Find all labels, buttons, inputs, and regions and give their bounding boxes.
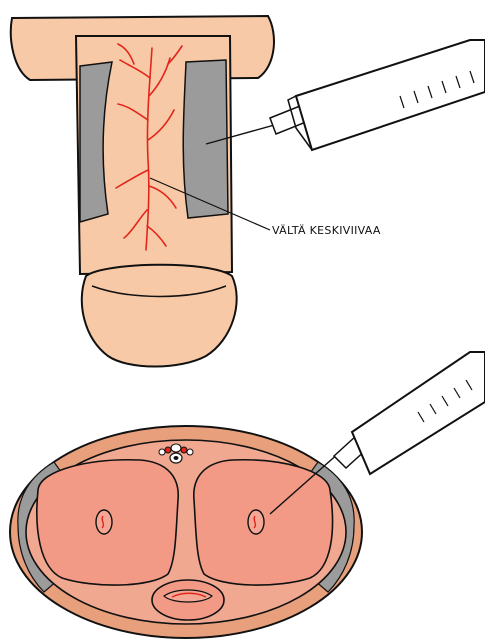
- glans: [82, 265, 237, 367]
- right-deep-artery: [248, 510, 264, 534]
- corpus-spongiosum: [152, 580, 224, 620]
- shaft-side-view: VÄLTÄ KESKIVIIVAA: [11, 16, 381, 367]
- shaft-cross-section: [10, 426, 362, 638]
- left-deep-artery: [96, 510, 112, 534]
- right-injection-zone: [183, 60, 228, 218]
- midline-warning-label: VÄLTÄ KESKIVIIVAA: [272, 224, 381, 237]
